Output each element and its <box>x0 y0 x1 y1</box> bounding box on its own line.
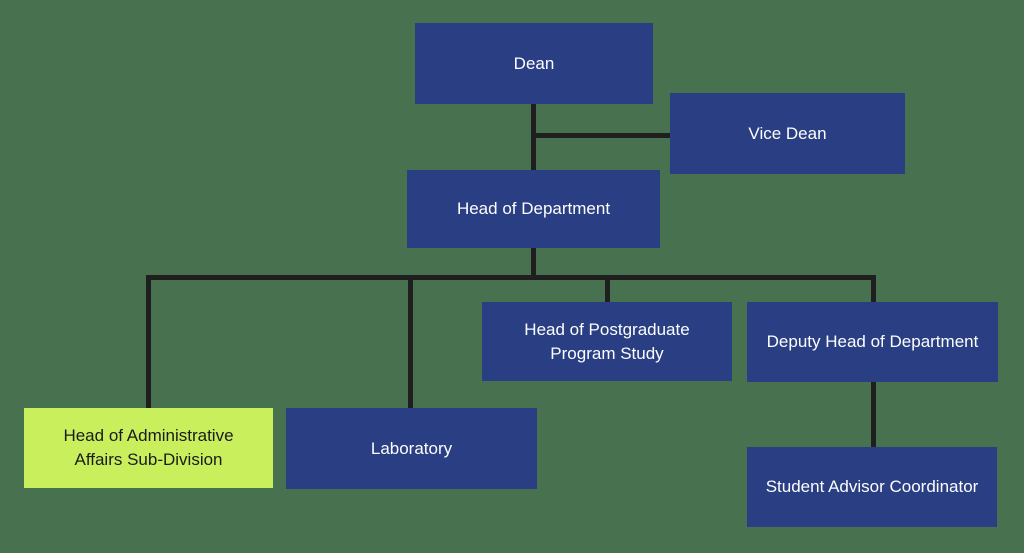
connector-dean-to-head-of-department <box>531 103 536 173</box>
org-node-vice-dean-label: Vice Dean <box>748 123 827 143</box>
org-node-head-of-department: Head of Department <box>407 170 660 248</box>
connector-drop-deputy-head <box>871 275 876 303</box>
connector-branch-horizontal <box>146 275 876 280</box>
org-node-laboratory-label: Laboratory <box>370 438 453 458</box>
connector-drop-admin-affairs <box>146 275 151 408</box>
org-node-head-of-department-label: Head of Department <box>456 199 611 219</box>
connector-head-of-department-trunk <box>531 248 536 280</box>
org-node-student-advisor-label: Student Advisor Coordinator <box>765 477 979 497</box>
org-node-vice-dean: Vice Dean <box>670 93 905 174</box>
connector-drop-postgraduate <box>605 275 610 303</box>
org-node-dean-label: Dean <box>513 53 555 73</box>
org-node-head-of-admin-affairs: Head of Administrative Affairs Sub-Divis… <box>24 408 273 488</box>
org-node-head-of-postgraduate-label: Head of Postgraduate Program Study <box>524 319 690 363</box>
org-node-head-of-admin-affairs-label: Head of Administrative Affairs Sub-Divis… <box>63 426 234 469</box>
org-node-laboratory: Laboratory <box>286 408 537 489</box>
connector-drop-laboratory <box>408 275 413 408</box>
org-node-head-of-postgraduate: Head of Postgraduate Program Study <box>482 302 732 381</box>
connector-dean-to-vice-dean <box>533 133 670 138</box>
org-node-deputy-head-label: Deputy Head of Department <box>766 332 979 352</box>
connector-deputy-to-student-advisor <box>871 382 876 448</box>
org-node-dean: Dean <box>415 23 653 104</box>
org-node-student-advisor: Student Advisor Coordinator <box>747 447 997 527</box>
org-node-deputy-head: Deputy Head of Department <box>747 302 998 382</box>
